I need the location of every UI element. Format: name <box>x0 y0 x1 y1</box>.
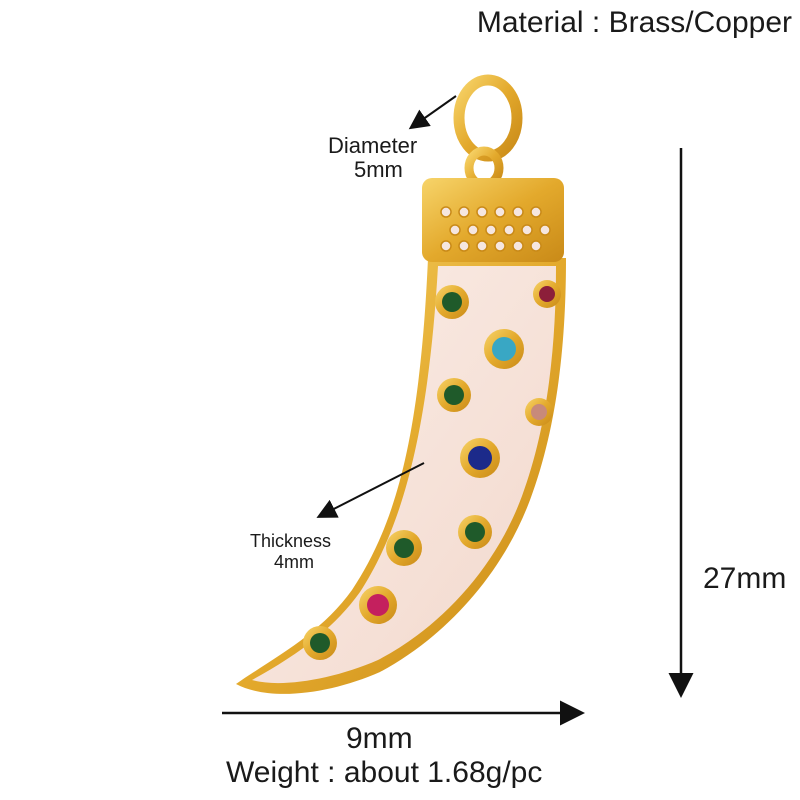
diameter-arrow <box>408 95 457 130</box>
material-label: Material : Brass/Copper <box>476 6 792 39</box>
gemstones <box>303 280 561 660</box>
gem-pink <box>359 586 397 624</box>
diameter-value: 5mm <box>354 157 403 182</box>
gem-green <box>458 515 492 549</box>
length-dimension: 27mm <box>703 562 787 595</box>
horn-cap <box>422 178 564 262</box>
cap-stones <box>440 206 551 252</box>
diameter-label: Diameter <box>328 133 418 158</box>
gem-green <box>437 378 471 412</box>
gem-turquoise <box>484 329 524 369</box>
thickness-value: 4mm <box>274 552 314 572</box>
weight-label: Weight : about 1.68g/pc <box>226 756 543 789</box>
gem-ruby <box>533 280 561 308</box>
horn-enamel <box>252 266 556 684</box>
jump-ring-large <box>453 74 523 162</box>
width-dimension: 9mm <box>346 722 413 755</box>
gem-green <box>303 626 337 660</box>
thickness-label: Thickness <box>250 531 332 551</box>
gem-green <box>435 285 469 319</box>
gem-champagne <box>525 398 553 426</box>
gem-blue <box>460 438 500 478</box>
thickness-arrow <box>316 462 425 518</box>
gem-green <box>386 530 422 566</box>
